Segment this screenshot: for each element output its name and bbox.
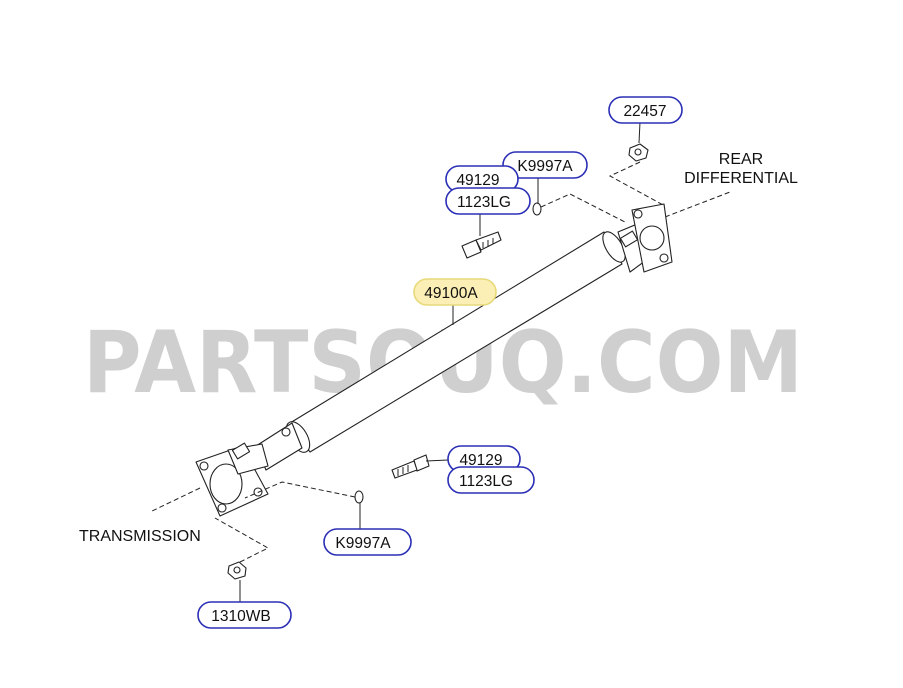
rear-differential-label-line1: REAR (719, 151, 763, 168)
shaft-tube (255, 231, 626, 471)
front-yoke-flange (195, 442, 269, 517)
rear-differential-label-line2: DIFFERENTIAL (684, 170, 798, 187)
callout-1310wb[interactable]: 1310WB (197, 601, 292, 629)
svg-text:49129: 49129 (456, 172, 499, 189)
svg-text:1310WB: 1310WB (211, 608, 270, 625)
svg-text:K9997A: K9997A (335, 535, 391, 552)
washer-bottom (354, 490, 364, 504)
svg-text:1123LG: 1123LG (459, 473, 513, 490)
leader-washer-front (244, 481, 356, 499)
svg-text:22457: 22457 (623, 103, 666, 120)
callout-1123lg-bottom[interactable]: 1123LG (447, 466, 535, 494)
callout-k9997a-bottom[interactable]: K9997A (323, 528, 412, 556)
svg-text:49129: 49129 (459, 452, 502, 469)
rear-yoke-flange (617, 203, 673, 273)
leader-washer-rear (540, 193, 626, 223)
leader-nut-rear (608, 161, 666, 207)
callout-49129-top[interactable]: 49129 (445, 165, 519, 193)
washer-top (532, 202, 542, 216)
callout-49129-bottom[interactable]: 49129 (447, 445, 521, 473)
bolt-bottom (391, 454, 430, 479)
svg-text:49100A: 49100A (424, 285, 478, 302)
leader-22457 (638, 121, 641, 144)
svg-text:K9997A: K9997A (517, 158, 573, 175)
axis-line-rear (664, 191, 731, 218)
axis-line-transmission (149, 487, 201, 513)
callout-1123lg-top[interactable]: 1123LG (445, 187, 531, 215)
nut-1310wb (227, 561, 247, 580)
callout-49100a[interactable]: 49100A (413, 278, 497, 306)
leader-nut-front (214, 517, 270, 563)
callout-22457[interactable]: 22457 (608, 96, 683, 124)
transmission-label: TRANSMISSION (79, 528, 201, 545)
nut-22457 (628, 143, 649, 162)
bolt-top (461, 231, 502, 259)
callout-k9997a-top[interactable]: K9997A (502, 151, 588, 179)
svg-text:1123LG: 1123LG (457, 194, 511, 211)
leader-49129-bottom (425, 459, 449, 462)
